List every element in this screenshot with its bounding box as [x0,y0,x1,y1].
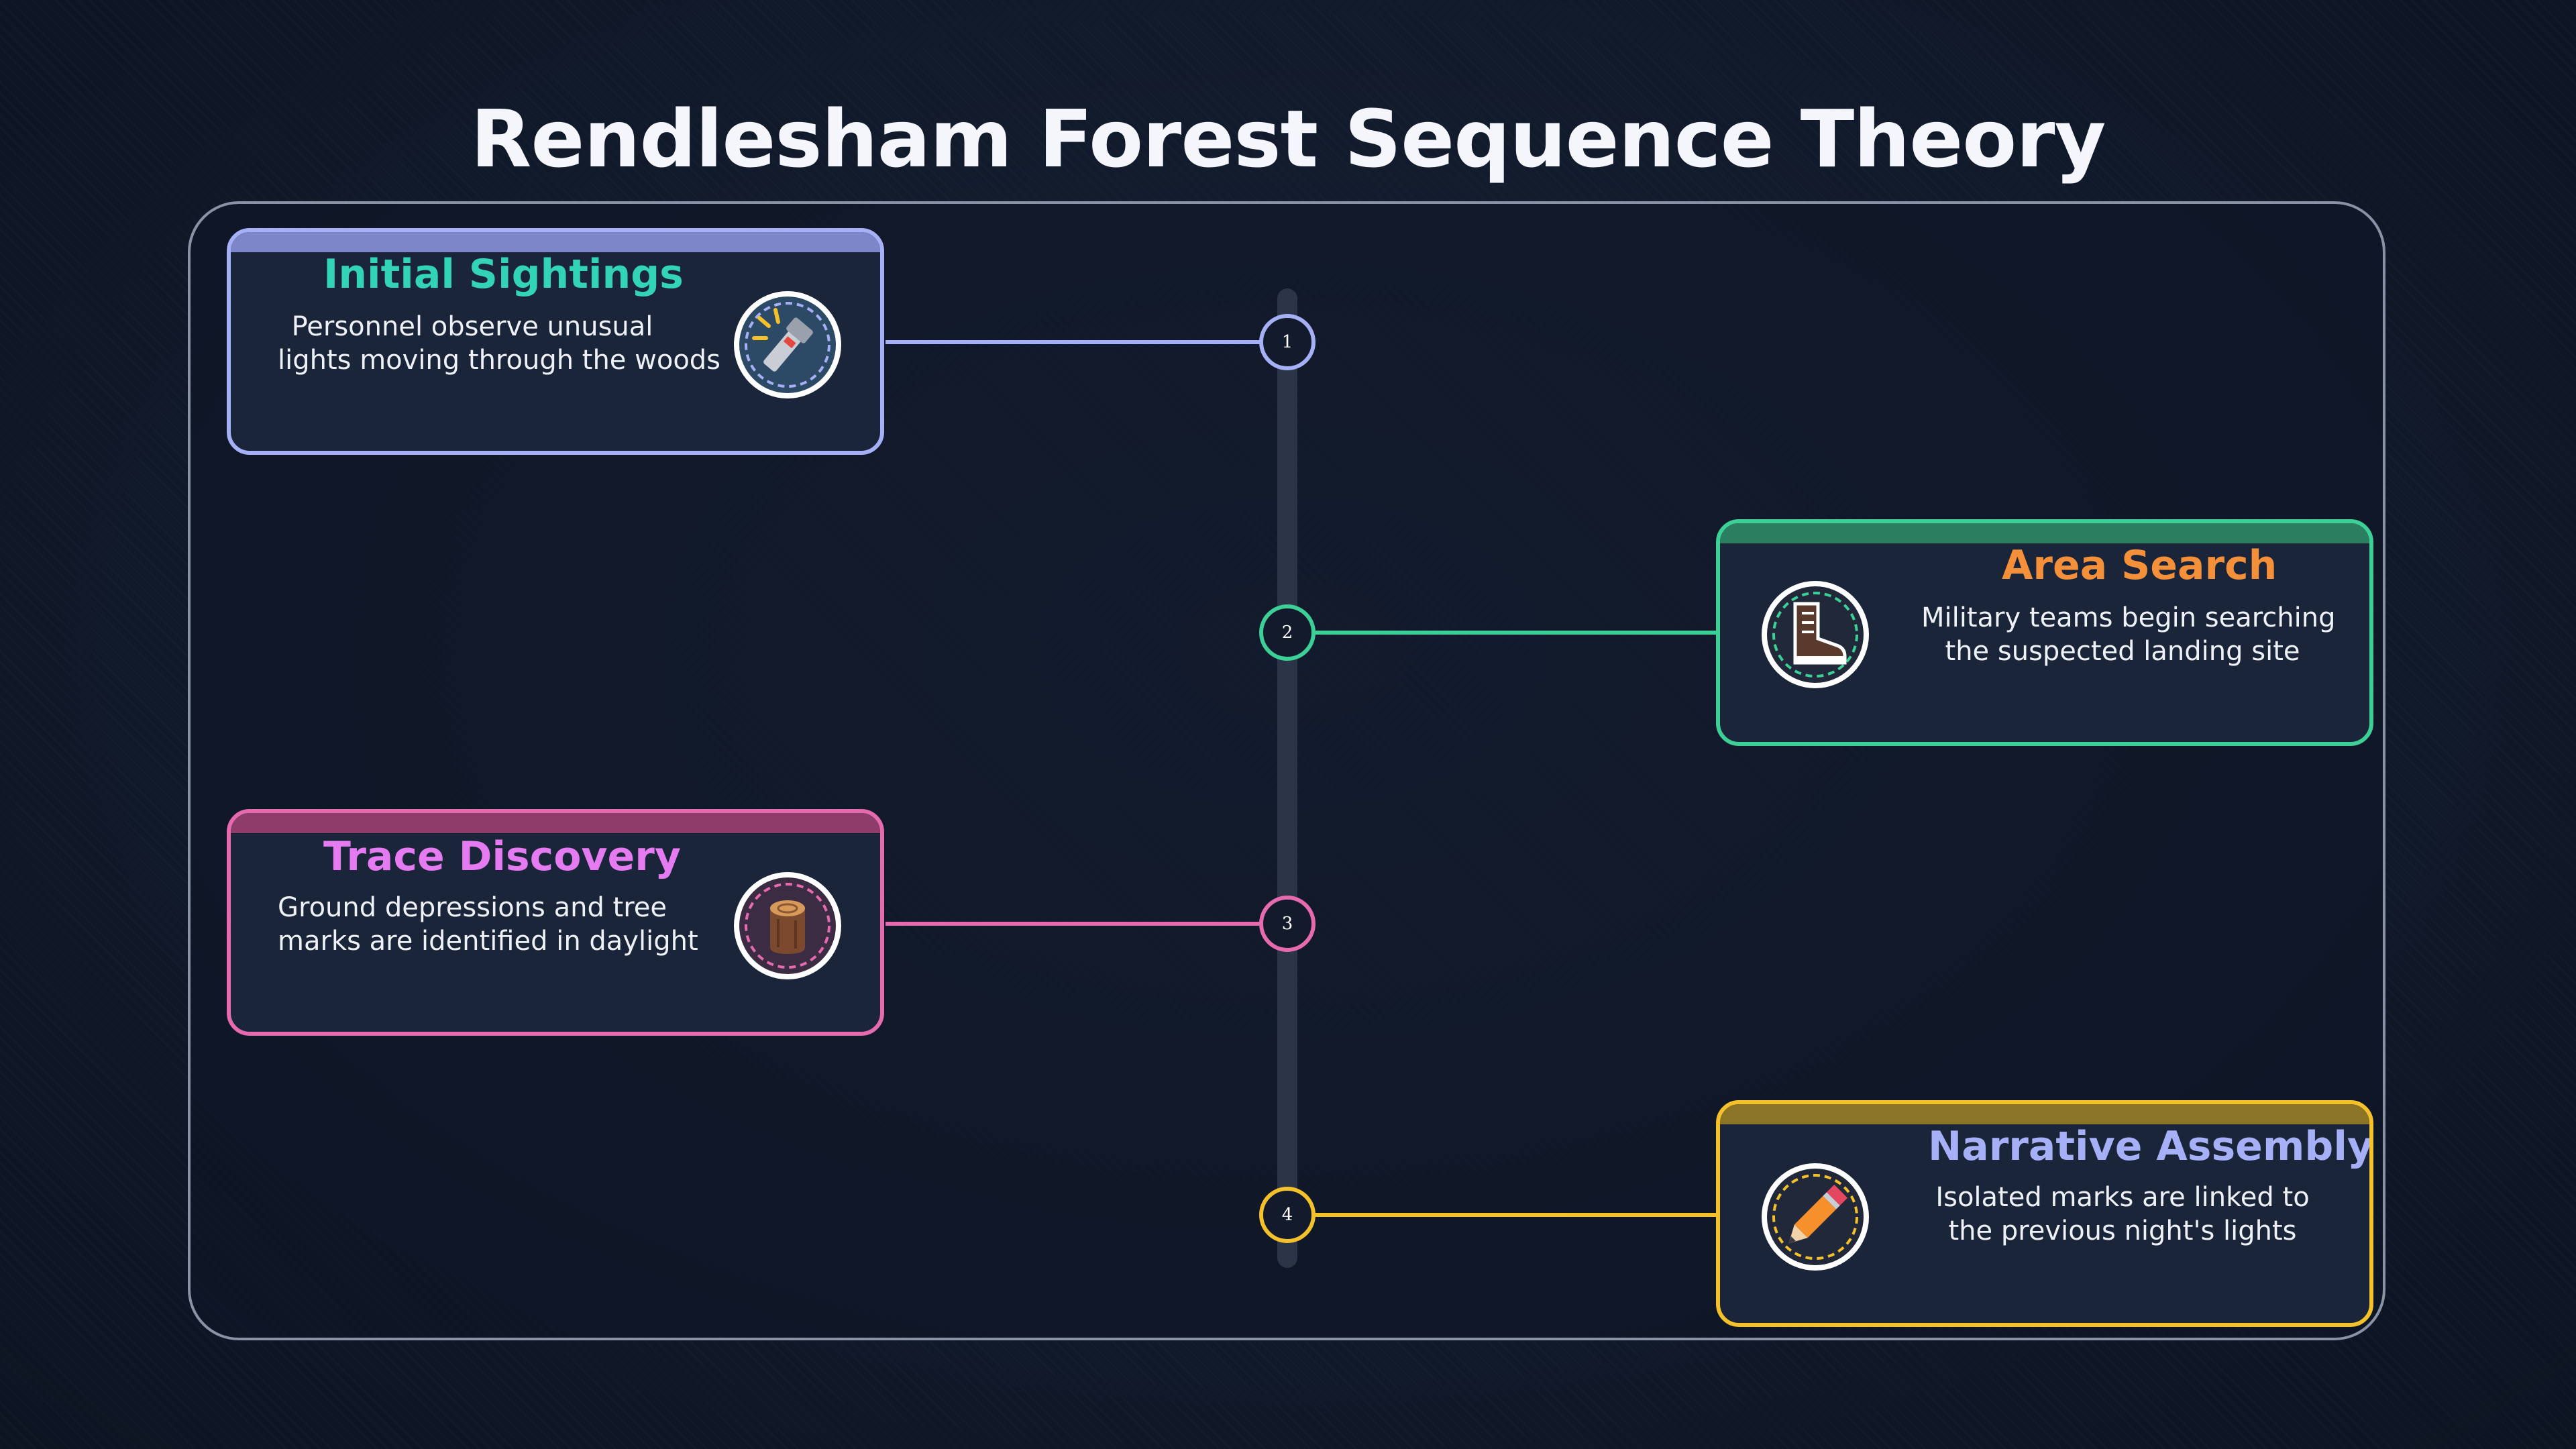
step-description-line: lights moving through the woods [278,345,721,376]
step-description: Personnel observe unusual lights moving … [278,310,721,377]
connector-2 [1315,631,1717,635]
step-node-1: 1 [1259,314,1316,370]
step-description: Isolated marks are linked to the previou… [1921,1181,2324,1248]
step-description-line: the previous night's lights [1948,1216,2297,1246]
step-node-2: 2 [1259,604,1316,661]
step-description: Ground depressions and tree marks are id… [278,891,698,958]
card-header-band [1720,1104,2369,1124]
step-description-line: marks are identified in daylight [278,926,698,957]
step-title: Narrative Assembly [1928,1123,2373,1170]
step-description-line: Personnel observe unusual [291,311,653,342]
step-description-line: Military teams begin searching [1921,602,2336,633]
card-header-band [231,232,880,252]
connector-4 [1315,1213,1717,1217]
step-node-4: 4 [1259,1187,1316,1243]
card-header-band [231,813,880,833]
step-description-line: the suspected landing site [1945,636,2300,667]
step-title: Initial Sightings [323,251,684,298]
flashlight-icon [734,291,841,398]
tree-stump-icon [734,872,841,979]
step-card-area-search: Area Search Military teams begin searchi… [1716,519,2373,746]
diagram-title: Rendlesham Forest Sequence Theory [470,93,2106,185]
boot-icon [1762,581,1869,688]
timeline-spine [1277,288,1297,1268]
connector-1 [885,340,1261,344]
step-card-narrative-assembly: Narrative Assembly Isolated marks are li… [1716,1100,2373,1327]
step-card-trace-discovery: Trace Discovery Ground depressions and t… [227,809,884,1036]
step-node-3: 3 [1259,896,1316,952]
connector-3 [885,922,1261,926]
step-title: Area Search [2002,542,2277,589]
step-card-initial-sightings: Initial Sightings Personnel observe unus… [227,228,884,455]
step-description-line: Isolated marks are linked to [1935,1182,2310,1213]
card-header-band [1720,523,2369,543]
step-title: Trace Discovery [323,833,681,880]
pencil-icon [1762,1163,1869,1271]
step-description: Military teams begin searching the suspe… [1921,601,2336,668]
step-description-line: Ground depressions and tree [278,892,667,923]
